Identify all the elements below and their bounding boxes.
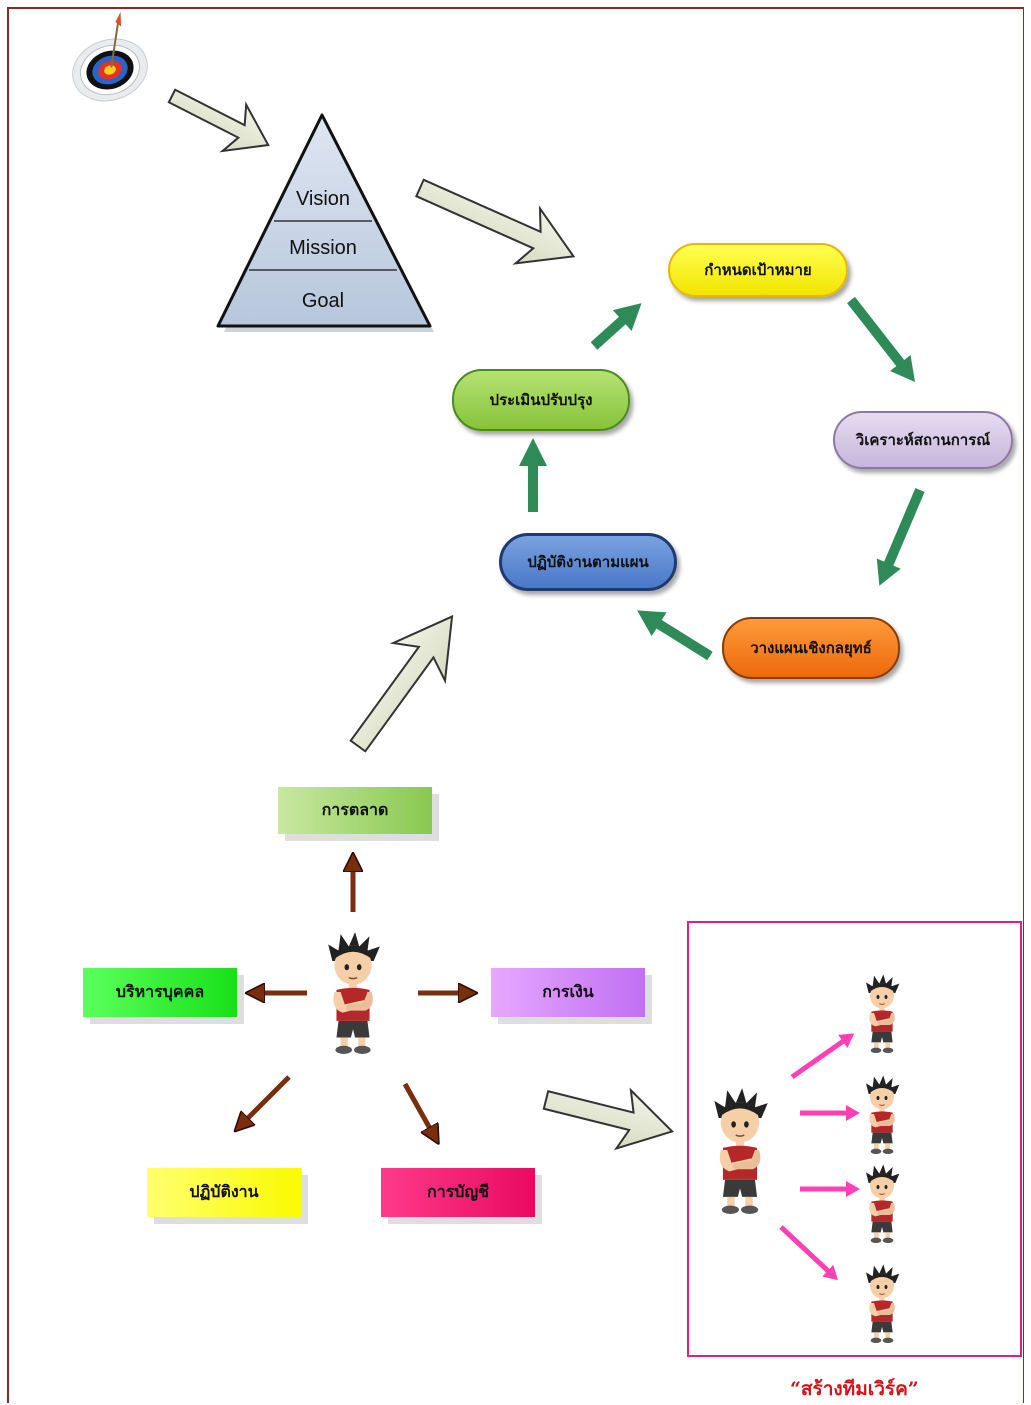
teamwork-caption: “สร้างทีมเวิร์ค” [790, 1378, 919, 1400]
department-finance: การเงิน [491, 968, 645, 1017]
team-arrows [779, 1033, 860, 1281]
teamwork-frame [687, 921, 1022, 1357]
page-border [7, 7, 1024, 1403]
cycle-arrow-target-to-analyze [847, 296, 916, 382]
pyramid-level-goal: Goal [302, 290, 344, 312]
vision-mission-goal-pyramid: Vision Mission Goal [216, 113, 434, 332]
team-arrow [779, 1225, 839, 1281]
cycle-arrow-strategy-to-implement [637, 610, 713, 661]
team-arrow [800, 1105, 860, 1121]
person-icon [327, 931, 381, 1055]
department-accounting: การบัญชี [381, 1168, 535, 1217]
target-icon [72, 11, 148, 102]
cycle-arrow-analyze-to-strategy [876, 488, 925, 586]
cycle-node-set-target: กำหนดเป้าหมาย [668, 243, 848, 297]
hollow-arrow-marketing-to-cycle [349, 614, 454, 753]
cycle-arrow-implement-to-evaluate [519, 438, 547, 512]
department-hr: บริหารบุคคล [83, 968, 237, 1017]
department-operations: ปฏิบัติงาน [147, 1168, 301, 1217]
hollow-arrow-target-to-pyramid [167, 88, 270, 153]
department-arrows [237, 856, 474, 1141]
pyramid-level-vision: Vision [296, 188, 350, 210]
cycle-node-implement: ปฏิบัติงานตามแผน [499, 533, 677, 591]
department-marketing: การตลาด [278, 787, 432, 834]
team-arrow [790, 1033, 855, 1080]
team-arrow [800, 1181, 860, 1197]
arrow-to-accounting [402, 1082, 437, 1141]
pyramid-level-mission: Mission [289, 237, 357, 259]
cycle-node-evaluate: ประเมินปรับปรุง [452, 369, 630, 431]
cycle-node-strategy: วางแผนเชิงกลยุทธ์ [722, 617, 900, 679]
arrow-to-operations [237, 1075, 291, 1129]
cycle-node-analyze: วิเคราะห์สถานการณ์ [833, 411, 1013, 469]
cycle-arrow-evaluate-to-target [590, 303, 642, 350]
hollow-arrow-pyramid-to-cycle [415, 178, 576, 265]
hollow-arrow-to-team [542, 1087, 675, 1151]
